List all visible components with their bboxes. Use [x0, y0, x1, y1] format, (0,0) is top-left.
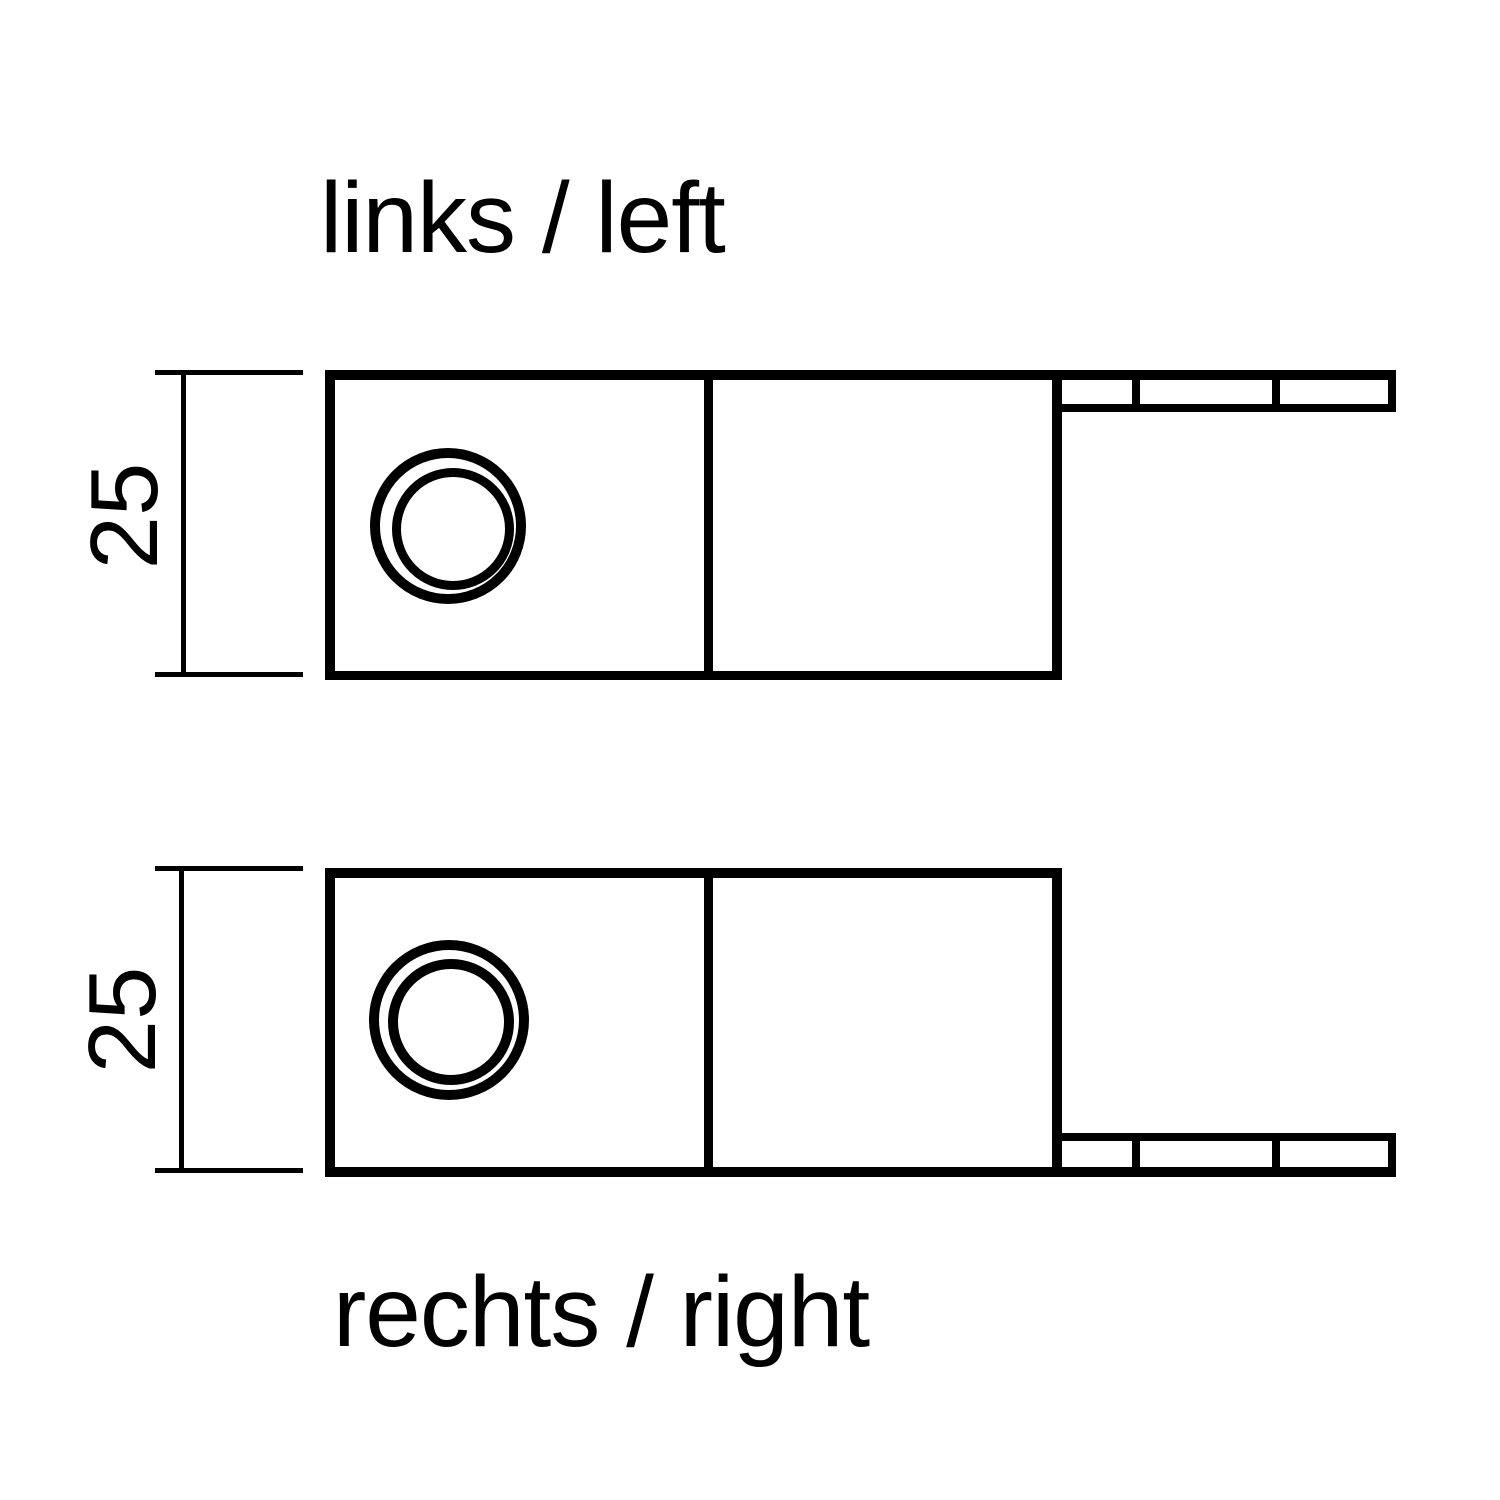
- right-view-hole-inner-circle: [388, 959, 514, 1085]
- right-view-hole-outer-circle: [369, 940, 529, 1100]
- right-view-top-edge: [325, 868, 1062, 878]
- left-view-left-edge: [325, 370, 335, 680]
- left-view-tab-divider-2: [1272, 370, 1280, 412]
- left-view-dimension-line: [181, 372, 186, 675]
- left-view-top-edge: [325, 370, 1396, 380]
- right-view-dimension-line: [179, 868, 184, 1171]
- left-view-hole-inner-circle: [392, 468, 514, 590]
- left-view-dimension-tick-bottom: [155, 672, 303, 677]
- right-view-dimension-tick-bottom: [155, 1168, 303, 1173]
- right-view-title: rechts / right: [333, 1256, 870, 1368]
- left-view-bottom-edge: [325, 671, 1062, 680]
- right-view-tab-top-edge: [1052, 1133, 1396, 1141]
- right-view-dimension-label: 25: [69, 966, 176, 1074]
- left-view-tab-right-edge: [1388, 370, 1396, 412]
- right-view-tab-divider-1: [1132, 1133, 1140, 1177]
- left-view-section-divider: [704, 370, 713, 680]
- right-view-section-divider: [704, 868, 713, 1177]
- right-view-tab-right-edge: [1388, 1133, 1396, 1177]
- left-view-right-edge: [1052, 370, 1062, 680]
- left-view-tab-bottom-edge: [1052, 404, 1396, 412]
- left-view-dimension-tick-top: [155, 370, 303, 375]
- right-view-left-edge: [325, 868, 335, 1177]
- left-view-dimension-label: 25: [71, 462, 178, 570]
- right-view-dimension-tick-top: [155, 866, 303, 871]
- left-view-tab-divider-1: [1132, 370, 1140, 412]
- left-view-hole-outer-circle: [370, 448, 526, 604]
- right-view-tab-divider-2: [1272, 1133, 1280, 1177]
- right-view-bottom-edge: [325, 1167, 1396, 1177]
- right-view-right-edge: [1052, 868, 1062, 1177]
- left-view-title: links / left: [320, 162, 726, 274]
